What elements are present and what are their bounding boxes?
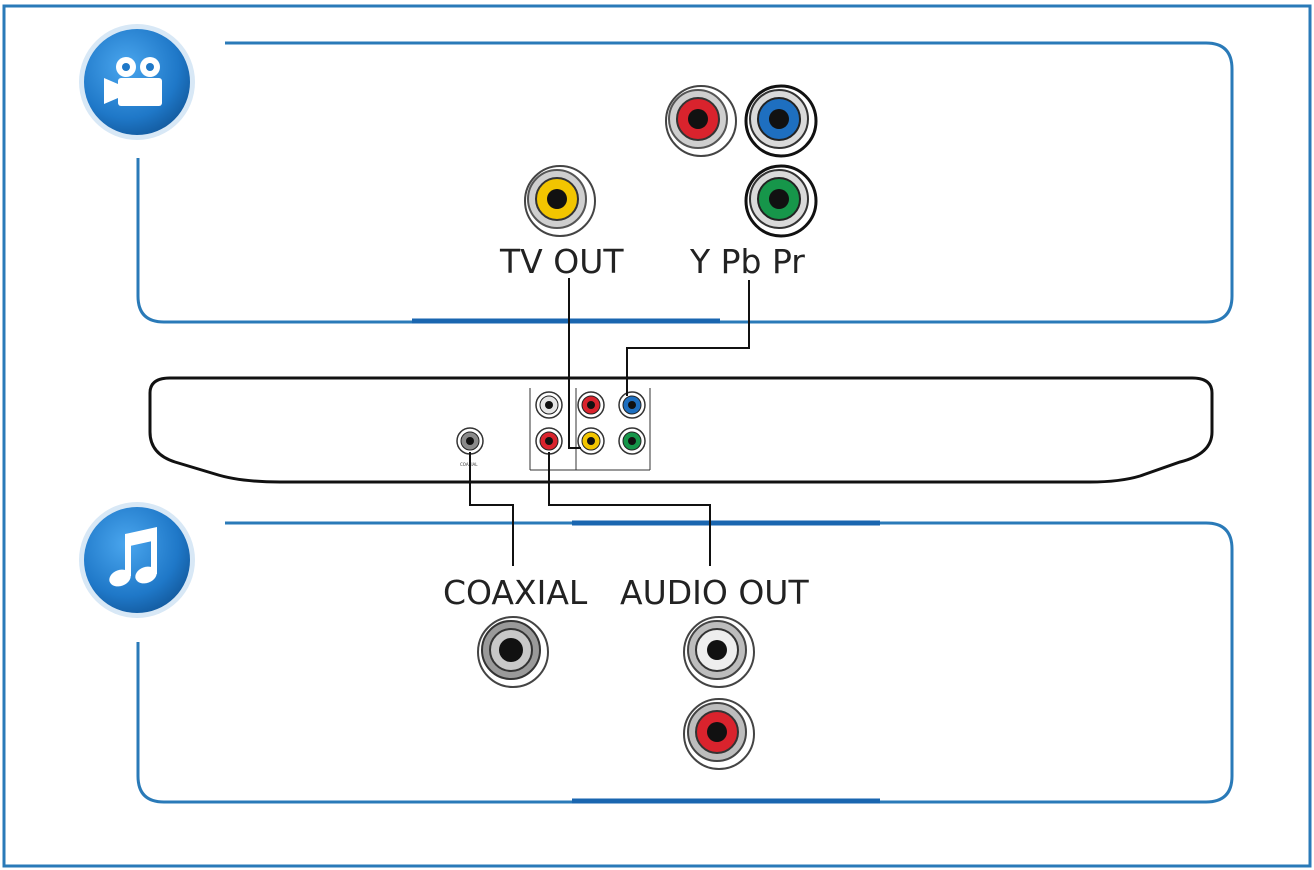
device-pb-jack [618,391,646,419]
coaxial-connector-line [469,452,514,566]
blue-pb-jack [744,84,818,158]
coaxial-jack [477,616,549,688]
green-y-jack [744,164,818,238]
music-note-icon [79,502,195,618]
video-camera-icon [79,24,195,140]
yellow-video-jack [524,165,596,237]
red-audio-jack [683,698,755,770]
outer-frame [2,4,1312,868]
device-back-panel [148,376,1214,484]
video-panel-border [136,41,1234,324]
audio-out-label: AUDIO OUT [620,573,809,612]
tvout-connector-line [568,278,581,449]
audio-panel-border [136,521,1234,804]
red-pr-jack [665,85,737,157]
device-y-jack [618,427,646,455]
ypbpr-label: Y Pb Pr [689,242,805,281]
device-pr-jack [577,391,605,419]
white-audio-jack [683,616,755,688]
device-audio-red-jack [535,427,563,455]
device-tvout-jack [577,427,605,455]
device-audio-white-jack [535,391,563,419]
audio-out-connector-line [548,452,711,566]
coaxial-label: COAXIAL [443,573,588,612]
ypbpr-connector-line [626,280,750,396]
tv-out-label: TV OUT [499,242,624,281]
jack-group-outline [529,388,651,471]
